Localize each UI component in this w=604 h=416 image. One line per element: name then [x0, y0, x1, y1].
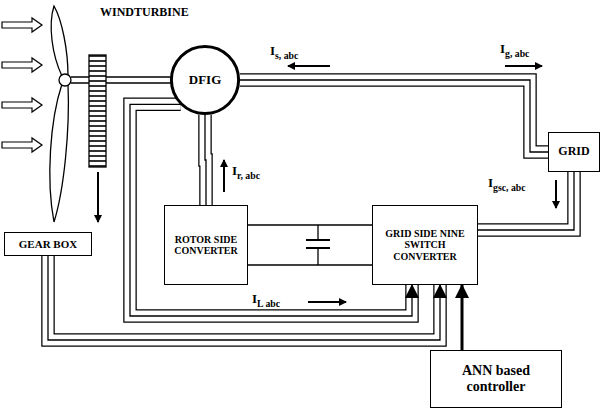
connector	[478, 172, 574, 230]
node-text: ANN based controller	[434, 363, 558, 395]
node-text: ROTOR SIDE CONVERTER	[168, 234, 244, 257]
converter-box: ROTOR SIDE CONVERTER	[164, 205, 248, 285]
connector	[205, 115, 206, 205]
connector-line	[461, 285, 464, 350]
converter-box: GRID SIDE NINE SWITCH CONVERTER	[372, 205, 478, 285]
connector-line	[130, 104, 412, 316]
turbine-blades	[50, 6, 71, 222]
wind-arrows	[2, 18, 42, 152]
dc-link-capacitor	[246, 225, 372, 265]
node-text: GRID	[558, 145, 589, 159]
node-text: GRID SIDE NINE SWITCH CONVERTER	[376, 228, 474, 263]
node-text: DFIG	[189, 73, 222, 88]
connector-line	[240, 80, 548, 152]
generator-circle: DFIG	[170, 45, 240, 115]
connector-line	[240, 80, 548, 152]
current-label: Is, abc	[270, 44, 298, 61]
controller-box: ANN based controller	[430, 350, 562, 408]
grid-box: GRID	[548, 132, 600, 172]
current-label: Ig, abc	[500, 42, 529, 59]
connector-line	[478, 172, 574, 230]
node-text: GEAR BOX	[19, 238, 77, 251]
connector-line	[478, 172, 574, 230]
connector-line	[478, 172, 574, 230]
connector-line	[130, 104, 412, 316]
connector	[130, 104, 412, 316]
gear-teeth	[89, 55, 106, 167]
connector	[462, 285, 463, 350]
connector-line	[205, 115, 206, 205]
current-label: Ir, abc	[232, 164, 260, 181]
connector-line	[205, 115, 206, 205]
gearbox-box: GEAR BOX	[4, 232, 92, 256]
connector	[248, 225, 372, 226]
connector-line	[205, 115, 206, 205]
connector-line	[240, 80, 548, 152]
current-label: IL abc	[252, 292, 280, 309]
connector-line	[248, 224, 372, 225]
title-label: WINDTURBINE	[100, 6, 189, 19]
connector	[240, 80, 548, 152]
current-label: Igsc, abc	[488, 176, 526, 193]
connector-line	[130, 104, 412, 316]
